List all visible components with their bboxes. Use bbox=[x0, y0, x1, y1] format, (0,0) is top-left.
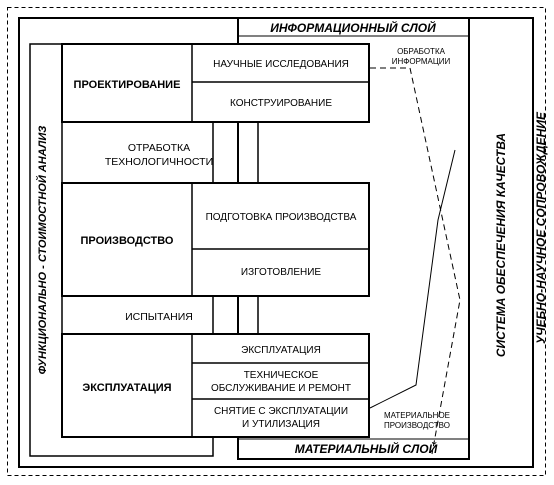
transition-design-production-line2: ТЕХНОЛОГИЧНОСТИ bbox=[105, 156, 213, 168]
exploitation-label: ЭКСПЛУАТАЦИЯ bbox=[241, 345, 321, 356]
design-block: ПРОЕКТИРОВАНИЕ НАУЧНЫЕ ИССЛЕДОВАНИЯ КОНС… bbox=[61, 43, 370, 123]
quality-side-label: СИСТЕМА ОБЕСПЕЧЕНИЯ КАЧЕСТВА bbox=[494, 133, 508, 357]
material-layer-strip bbox=[240, 440, 467, 457]
maintenance-label-line2: ОБСЛУЖИВАНИЕ И РЕМОНТ bbox=[211, 383, 351, 394]
material-production-line2: ПРОИЗВОДСТВО bbox=[384, 421, 450, 430]
material-production-line1: МАТЕРИАЛЬНОЕ bbox=[384, 411, 450, 420]
information-layer-strip bbox=[240, 19, 467, 35]
operation-title: ЭКСПЛУАТАЦИЯ bbox=[82, 382, 171, 394]
transition-design-production-line1: ОТРАБОТКА bbox=[128, 142, 190, 154]
info-processing-line1: ОБРАБОТКА bbox=[397, 47, 446, 56]
design-title: ПРОЕКТИРОВАНИЕ bbox=[74, 79, 181, 91]
material-layer-title: МАТЕРИАЛЬНЫЙ СЛОЙ bbox=[295, 440, 438, 456]
outer-frame bbox=[7, 7, 546, 476]
research-label: НАУЧНЫЕ ИССЛЕДОВАНИЯ bbox=[213, 59, 349, 70]
production-prep-label: ПОДГОТОВКА ПРОИЗВОДСТВА bbox=[206, 212, 357, 223]
maintenance-label-line1: ТЕХНИЧЕСКОЕ bbox=[244, 370, 319, 381]
info-processing-dashed-line bbox=[370, 67, 461, 455]
production-title: ПРОИЗВОДСТВО bbox=[81, 235, 174, 247]
decommission-label-line1: СНЯТИЕ С ЭКСПЛУАТАЦИИ bbox=[214, 406, 348, 417]
manufacturing-label: ИЗГОТОВЛЕНИЕ bbox=[241, 267, 321, 278]
fsa-side-label: ФУНКЦИОНАЛЬНО - СТОИМОСТНОЙ АНАЛИЗ bbox=[36, 126, 49, 375]
production-block: ПРОИЗВОДСТВО ПОДГОТОВКА ПРОИЗВОДСТВА ИЗГ… bbox=[61, 182, 370, 297]
operation-block: ЭКСПЛУАТАЦИЯ ЭКСПЛУАТАЦИЯ ТЕХНИЧЕСКОЕ ОБ… bbox=[61, 333, 370, 438]
material-production-line bbox=[369, 149, 456, 409]
information-layer-title: ИНФОРМАЦИОННЫЙ СЛОЙ bbox=[270, 19, 436, 35]
support-side-label: УЧЕБНО-НАУЧНОЕ СОПРОВОЖДЕНИЕ bbox=[534, 111, 548, 344]
transition-production-operation: ИСПЫТАНИЯ bbox=[125, 311, 193, 323]
decommission-label-line2: И УТИЛИЗАЦИЯ bbox=[242, 419, 320, 430]
construction-label: КОНСТРУИРОВАНИЕ bbox=[230, 98, 332, 109]
info-processing-line2: ИНФОРМАЦИИ bbox=[392, 57, 451, 66]
